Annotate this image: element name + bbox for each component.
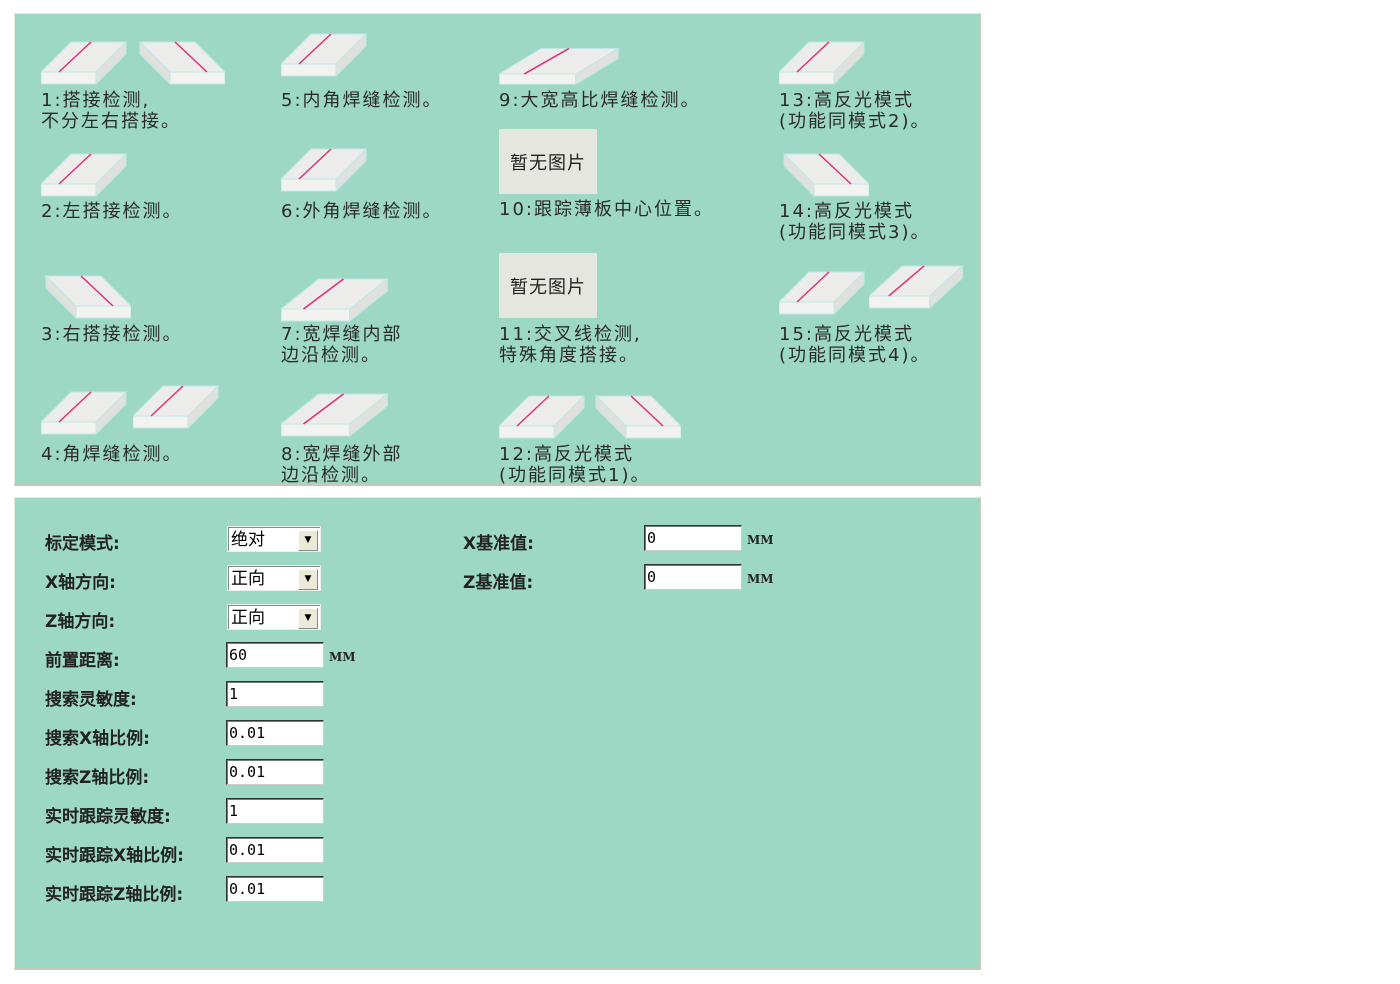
reflective-mode4-image[interactable] bbox=[779, 262, 869, 322]
label-line: 12:高反光模式 bbox=[499, 444, 634, 465]
rt-sens-input[interactable]: 1 bbox=[226, 798, 324, 824]
front-dist-label: 前置距离: bbox=[45, 651, 120, 671]
lap-weld-image-right[interactable] bbox=[135, 32, 225, 88]
label-line: (功能同模式1)。 bbox=[499, 465, 651, 486]
x-ref-input[interactable]: 0 bbox=[644, 525, 742, 551]
mode-5-label[interactable]: 5:内角焊缝检测。 bbox=[281, 90, 443, 111]
mode-8-label[interactable]: 8:宽焊缝外部边沿检测。 bbox=[281, 444, 403, 486]
mode-1-label[interactable]: 1:搭接检测,不分左右搭接。 bbox=[41, 90, 181, 132]
label-line: 3:右搭接检测。 bbox=[41, 324, 183, 345]
search-x-label: 搜索X轴比例: bbox=[45, 729, 150, 749]
right-lap-image[interactable] bbox=[41, 266, 131, 322]
label-line: 8:宽焊缝外部 bbox=[281, 444, 403, 465]
mode-6-label[interactable]: 6:外角焊缝检测。 bbox=[281, 201, 443, 222]
front-dist-input[interactable]: 60 bbox=[226, 642, 324, 668]
z-ref-unit: MM bbox=[747, 572, 774, 586]
label-line: 13:高反光模式 bbox=[779, 90, 914, 111]
select-value: 绝对 bbox=[231, 530, 265, 550]
no-image-placeholder[interactable]: 暂无图片 bbox=[499, 129, 597, 194]
label-line: 2:左搭接检测。 bbox=[41, 201, 183, 222]
label-line: 11:交叉线检测, bbox=[499, 324, 642, 345]
select-value: 正向 bbox=[231, 569, 265, 589]
search-sens-label: 搜索灵敏度: bbox=[45, 690, 137, 710]
chevron-down-icon[interactable]: ▼ bbox=[298, 608, 318, 629]
fillet-weld-image-2[interactable] bbox=[133, 376, 228, 432]
x-ref-unit: MM bbox=[747, 533, 774, 547]
search-x-input[interactable]: 0.01 bbox=[226, 720, 324, 746]
x-dir-select[interactable]: 正向 ▼ bbox=[227, 565, 321, 591]
fillet-weld-image[interactable] bbox=[41, 382, 131, 438]
label-line: 7:宽焊缝内部 bbox=[281, 324, 403, 345]
front-dist-unit: MM bbox=[329, 650, 356, 664]
reflective-mode3-image[interactable] bbox=[779, 144, 869, 200]
z-dir-select[interactable]: 正向 ▼ bbox=[227, 604, 321, 630]
label-line: (功能同模式2)。 bbox=[779, 111, 931, 132]
rt-x-input[interactable]: 0.01 bbox=[226, 837, 324, 863]
inner-corner-image[interactable] bbox=[281, 24, 371, 84]
mode-12-label[interactable]: 12:高反光模式(功能同模式1)。 bbox=[499, 444, 651, 486]
reflective-mode4-image-2[interactable] bbox=[869, 256, 969, 316]
mode-2-label[interactable]: 2:左搭接检测。 bbox=[41, 201, 183, 222]
search-z-label: 搜索Z轴比例: bbox=[45, 768, 150, 788]
mode-15-label[interactable]: 15:高反光模式(功能同模式4)。 bbox=[779, 324, 931, 366]
label-line: 1:搭接检测, bbox=[41, 90, 151, 111]
label-line: 14:高反光模式 bbox=[779, 201, 914, 222]
reflective-mode2-image[interactable] bbox=[779, 32, 869, 88]
mode-9-label[interactable]: 9:大宽高比焊缝检测。 bbox=[499, 90, 701, 111]
mode-4-label[interactable]: 4:角焊缝检测。 bbox=[41, 444, 183, 465]
z-ref-input[interactable]: 0 bbox=[644, 564, 742, 590]
wide-weld-inner-image[interactable] bbox=[281, 269, 391, 325]
left-lap-image[interactable] bbox=[41, 144, 131, 200]
mode-3-label[interactable]: 3:右搭接检测。 bbox=[41, 324, 183, 345]
z-dir-label: Z轴方向: bbox=[45, 612, 116, 632]
rt-z-input[interactable]: 0.01 bbox=[226, 876, 324, 902]
settings-panel: 标定模式: 绝对 ▼ X轴方向: 正向 ▼ Z轴方向: 正向 ▼ 前置距离: 60 M… bbox=[14, 497, 981, 970]
no-image-placeholder[interactable]: 暂无图片 bbox=[499, 253, 597, 318]
mode-14-label[interactable]: 14:高反光模式(功能同模式3)。 bbox=[779, 201, 931, 243]
mode-7-label[interactable]: 7:宽焊缝内部边沿检测。 bbox=[281, 324, 403, 366]
label-line: 5:内角焊缝检测。 bbox=[281, 90, 443, 111]
search-sens-input[interactable]: 1 bbox=[226, 681, 324, 707]
outer-corner-image[interactable] bbox=[281, 139, 376, 199]
label-line: 特殊角度搭接。 bbox=[499, 345, 639, 366]
wide-weld-outer-image[interactable] bbox=[281, 384, 391, 440]
lap-weld-image[interactable] bbox=[41, 32, 131, 88]
rt-z-label: 实时跟踪Z轴比例: bbox=[45, 885, 184, 905]
z-ref-label: Z基准值: bbox=[463, 573, 534, 593]
label-line: (功能同模式4)。 bbox=[779, 345, 931, 366]
calib-mode-label: 标定模式: bbox=[45, 534, 120, 554]
chevron-down-icon[interactable]: ▼ bbox=[298, 530, 318, 551]
label-line: (功能同模式3)。 bbox=[779, 222, 931, 243]
mode-10-label[interactable]: 10:跟踪薄板中心位置。 bbox=[499, 199, 714, 220]
reflective-mode1-image[interactable] bbox=[499, 386, 589, 442]
high-ratio-weld-image[interactable] bbox=[499, 40, 624, 90]
label-line: 边沿检测。 bbox=[281, 465, 381, 486]
reflective-mode1-image-2[interactable] bbox=[591, 386, 681, 442]
chevron-down-icon[interactable]: ▼ bbox=[298, 569, 318, 590]
weld-type-panel: 暂无图片 暂无图片 1:搭接检测,不分左右搭接。 2:左搭接检测。 3:右搭接检… bbox=[14, 13, 981, 486]
label-line: 15:高反光模式 bbox=[779, 324, 914, 345]
rt-x-label: 实时跟踪X轴比例: bbox=[45, 846, 184, 866]
label-line: 边沿检测。 bbox=[281, 345, 381, 366]
x-dir-label: X轴方向: bbox=[45, 573, 116, 593]
mode-13-label[interactable]: 13:高反光模式(功能同模式2)。 bbox=[779, 90, 931, 132]
rt-sens-label: 实时跟踪灵敏度: bbox=[45, 807, 171, 827]
label-line: 6:外角焊缝检测。 bbox=[281, 201, 443, 222]
label-line: 9:大宽高比焊缝检测。 bbox=[499, 90, 701, 111]
label-line: 4:角焊缝检测。 bbox=[41, 444, 183, 465]
calib-mode-select[interactable]: 绝对 ▼ bbox=[227, 526, 321, 552]
label-line: 不分左右搭接。 bbox=[41, 111, 181, 132]
mode-11-label[interactable]: 11:交叉线检测,特殊角度搭接。 bbox=[499, 324, 642, 366]
label-line: 10:跟踪薄板中心位置。 bbox=[499, 199, 714, 220]
select-value: 正向 bbox=[231, 608, 265, 628]
search-z-input[interactable]: 0.01 bbox=[226, 759, 324, 785]
x-ref-label: X基准值: bbox=[463, 534, 534, 554]
